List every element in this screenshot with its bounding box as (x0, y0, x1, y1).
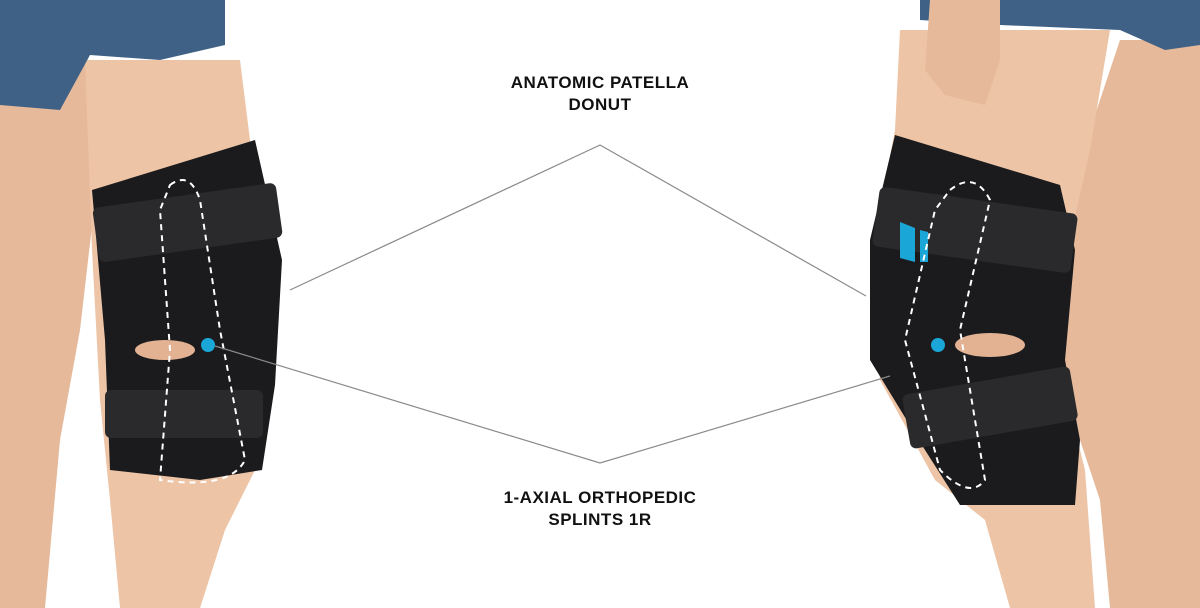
patella-callout-line (289, 144, 867, 297)
right-far-leg (1050, 40, 1200, 608)
callout-lines (214, 144, 891, 464)
label-line: ANATOMIC PATELLA (510, 73, 690, 92)
right-logo-icon (900, 222, 928, 262)
left-shorts (0, 0, 225, 110)
label-line: 1-AXIAL ORTHOPEDIC (503, 488, 697, 507)
right-lower-strap (902, 366, 1078, 449)
right-splint-stitching (903, 181, 992, 489)
left-hinge-icon (201, 338, 215, 352)
left-upper-strap (92, 183, 283, 262)
splint-callout-line (214, 345, 891, 464)
right-patella-opening (955, 333, 1025, 357)
left-patella-opening (135, 340, 195, 360)
left-lower-strap (105, 390, 263, 438)
orthopedic-splints-label: 1-AXIAL ORTHOPEDIC SPLINTS 1R (460, 487, 740, 531)
left-leg-pair (0, 0, 283, 608)
right-leg-pair (870, 0, 1200, 608)
right-hand (925, 0, 1000, 105)
patella-donut-label: ANATOMIC PATELLA DONUT (470, 72, 730, 116)
label-line: SPLINTS 1R (548, 510, 652, 529)
right-hinge-icon (931, 338, 945, 352)
left-far-leg (0, 60, 95, 608)
left-splint-stitching (158, 179, 247, 484)
label-line: DONUT (568, 95, 632, 114)
